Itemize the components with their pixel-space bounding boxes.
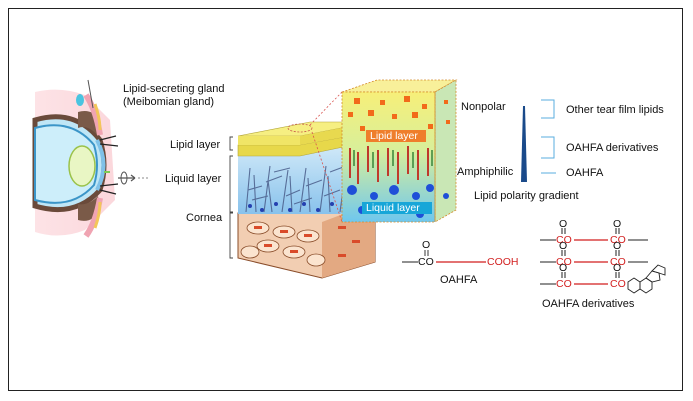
zoom-lipid-layer-label: Lipid layer [370, 130, 418, 142]
zoom-liquid-layer-label: Liquid layer [366, 202, 420, 214]
steroid-ring-icon [627, 264, 666, 294]
deriv3-co-right: CO [610, 278, 626, 290]
lipid-layer-label: Lipid layer [170, 139, 221, 151]
gland-label-line2: (Meibomian gland) [123, 96, 215, 108]
oahfa-derivatives-structures [540, 228, 666, 294]
deriv2-o-right: O [613, 240, 622, 252]
deriv1-co-left: CO [556, 234, 572, 246]
polarity-gradient-label: Lipid polarity gradient [474, 190, 579, 202]
oahfa-co-group: CO [418, 256, 434, 268]
liquid-layer-label: Liquid layer [165, 173, 222, 185]
deriv3-o-left: O [559, 262, 568, 274]
nonpolar-label: Nonpolar [461, 101, 506, 113]
deriv2-co-left: CO [556, 256, 572, 268]
amphiphilic-label: Amphiphilic [457, 166, 514, 178]
legend-oahfa-derivatives: OAHFA derivatives [566, 142, 659, 154]
rotate-arrow-icon [118, 171, 136, 185]
deriv1-o-left: O [559, 218, 568, 230]
legend-brackets [541, 99, 556, 174]
zoom-box [341, 79, 458, 223]
layer-brackets [229, 136, 233, 259]
cornea-label: Cornea [186, 212, 223, 224]
polarity-gradient-wedge [521, 106, 527, 182]
deriv3-co-left: CO [556, 278, 572, 290]
oahfa-cooh-group: COOH [487, 256, 519, 268]
deriv1-co-right: CO [610, 234, 626, 246]
oahfa-structure [402, 250, 486, 263]
oahfa-name: OAHFA [440, 274, 478, 286]
oahfa-derivatives-name: OAHFA derivatives [542, 298, 635, 310]
gland-label-line1: Lipid-secreting gland [123, 83, 225, 95]
oahfa-o-atom: O [422, 239, 431, 251]
deriv2-o-left: O [559, 240, 568, 252]
legend-other-lipids: Other tear film lipids [566, 104, 664, 116]
deriv3-o-right: O [613, 262, 622, 274]
eye-illustration [32, 79, 119, 238]
deriv2-co-right: CO [610, 256, 626, 268]
legend-oahfa: OAHFA [566, 167, 604, 179]
deriv1-o-right: O [613, 218, 622, 230]
